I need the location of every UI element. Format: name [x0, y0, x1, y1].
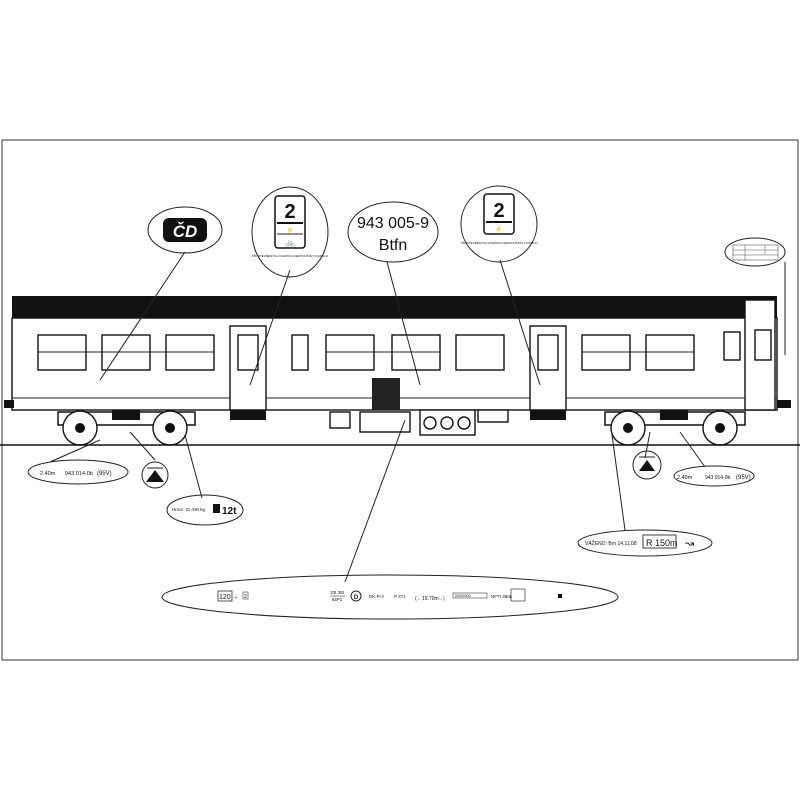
length-over-buffers: 19.70m [422, 596, 439, 602]
cd-logo: ČD [173, 222, 198, 241]
jacking-point-right [632, 450, 662, 480]
svg-text:64P1: 64P1 [332, 597, 343, 602]
vehicle-type: Btfn [379, 237, 407, 254]
leader-lines [49, 251, 786, 583]
svg-text:2: 2 [244, 594, 247, 600]
svg-text:→): →) [438, 596, 445, 602]
class-number: 2 [493, 200, 504, 222]
svg-text:(←: (← [415, 596, 422, 602]
vehicle-number-callout: 943 005-9 Btfn [347, 201, 439, 263]
svg-text:⇢: ⇢ [233, 595, 237, 601]
jacking-point-left [141, 461, 169, 489]
brake-weight-icon [213, 504, 220, 513]
bogie-left-label: 2.40m 943 014-0b (95V) [27, 459, 129, 485]
bogie-right-label: 2.40m 943 014-0b (95V) [673, 465, 755, 487]
svg-text:33t 38t: 33t 38t [330, 590, 345, 595]
windows [37, 331, 741, 371]
svg-text:943 014-0b: 943 014-0b [705, 475, 731, 481]
weighing-label: VÁŽENO: Brn 14.11.08 R 150m ↝ [577, 529, 713, 557]
svg-text:2.40m: 2.40m [40, 471, 56, 477]
coupling-curve-icon: ↝ [685, 538, 694, 550]
door-warning-note: PŘI OTEVŘENÝCH DVEŘÍCH NEOPOUŠTĚT VOZIDL… [461, 240, 538, 245]
svg-text:12t: 12t [222, 506, 237, 517]
min-curve-radius: R 150m [646, 538, 678, 548]
svg-text:VÁŽENO: Brn 14.11.08: VÁŽENO: Brn 14.11.08 [585, 539, 637, 547]
svg-text:00000000: 00000000 [455, 594, 471, 598]
svg-text:2.40m: 2.40m [677, 475, 693, 481]
svg-text:(95V): (95V) [736, 475, 751, 481]
svg-text:(95V): (95V) [97, 471, 112, 477]
no-smoking-icon: ⚡ [495, 225, 502, 233]
underframe-equipment [419, 409, 509, 436]
cd-logo-callout: ČD [147, 206, 223, 254]
bogie-right [604, 410, 746, 446]
vent-grille [372, 378, 400, 410]
max-speed: 120 [219, 594, 231, 601]
svg-text:Hmot. 31 030 kg: Hmot. 31 030 kg [172, 507, 206, 512]
weight-label: Hmot. 31 030 kg 12t [166, 494, 244, 526]
svg-text:943 014-0b: 943 014-0b [65, 471, 93, 477]
underframe-markings-strip: 120 ⇢ 2 33t 38t 64P1 D DK-P-A P 371 (← 1… [161, 574, 619, 620]
doors [229, 325, 567, 420]
class-sign-right-callout: 2 ⚡ PŘI OTEVŘENÝCH DVEŘÍCH NEOPOUŠTĚT VO… [460, 185, 538, 263]
triangle-icon [146, 470, 164, 482]
svg-text:D: D [354, 595, 359, 601]
triangle-icon [639, 460, 655, 471]
vehicle-number: 943 005-9 [357, 215, 429, 232]
svg-text:P 371: P 371 [394, 594, 406, 599]
railcar-side-view [0, 296, 800, 446]
svg-text:NFTI 360L: NFTI 360L [491, 594, 513, 599]
class-sign-left-callout: 2 ⚡ 🚲 PŘI OTEVŘENÝCH DVEŘÍCH NEOPOUŠTĚT … [251, 186, 329, 278]
maintenance-table-callout [724, 237, 786, 267]
roof [12, 296, 777, 318]
svg-text:DK-P-A: DK-P-A [369, 594, 384, 599]
bicycle-icon: 🚲 [285, 238, 295, 247]
no-smoking-icon: ⚡ [286, 226, 293, 234]
class-number: 2 [284, 201, 295, 223]
door-warning-note: PŘI OTEVŘENÝCH DVEŘÍCH NEOPOUŠTĚT VOZIDL… [252, 253, 329, 258]
